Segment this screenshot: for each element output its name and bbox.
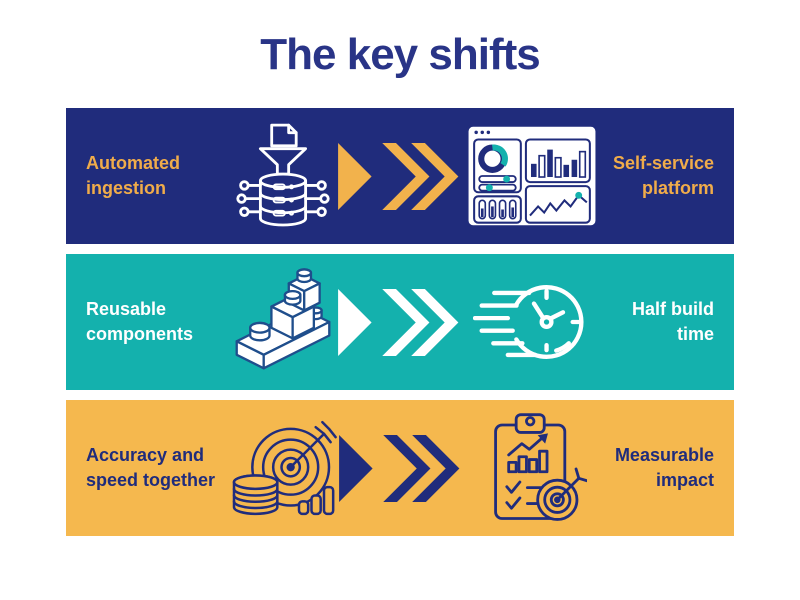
page-title: The key shifts — [260, 30, 540, 79]
building-blocks-icon — [229, 267, 337, 377]
forward-chevrons-icon — [337, 288, 461, 356]
band2-right-label: Half build time — [632, 298, 715, 344]
forward-chevrons-icon — [339, 434, 462, 502]
clipboard-chart-icon — [462, 410, 605, 526]
forward-chevrons-icon — [337, 142, 461, 210]
bands-container: Automated ingestion — [66, 108, 734, 536]
band-automated-ingestion: Automated ingestion — [66, 108, 734, 244]
band3-right-label: Measurable impact — [614, 444, 714, 490]
target-arrow-coins-icon — [229, 412, 339, 524]
band1-right-label: Self-service platform — [612, 152, 715, 198]
band3-left-label: Accuracy and speed together — [86, 444, 216, 490]
band2-left-label: Reusable components — [86, 298, 194, 344]
funnel-database-icon — [229, 120, 337, 232]
band1-left-label: Automated ingestion — [86, 152, 180, 198]
band-reusable-components: Reusable components — [66, 254, 734, 390]
dashboard-icon — [461, 123, 604, 229]
band-accuracy-speed: Accuracy and speed together — [66, 400, 734, 536]
fast-clock-icon — [461, 273, 604, 371]
